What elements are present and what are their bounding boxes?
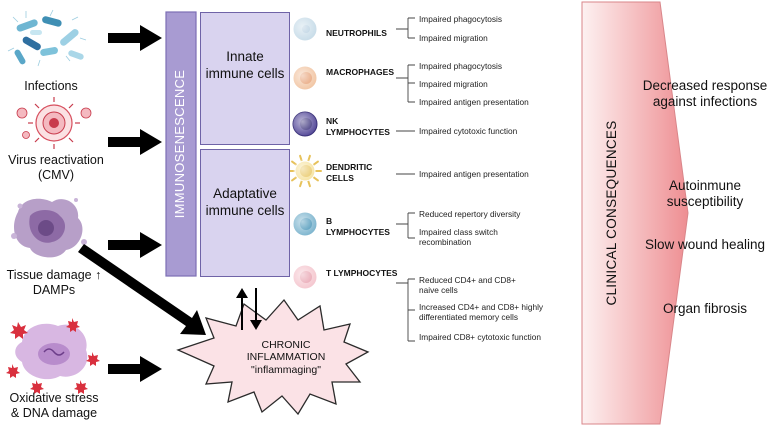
- cell-macrophages: MACROPHAGES: [326, 67, 395, 77]
- effect: Impaired class switch recombination: [419, 227, 498, 248]
- arrow-oxidative: [108, 356, 162, 382]
- effect: Impaired migration: [419, 79, 488, 89]
- effect: Reduced CD4+ and CD8+ naive cells: [419, 275, 516, 296]
- effect: Reduced repertory diversity: [419, 209, 521, 219]
- consequence-wound-healing: Slow wound healing: [644, 237, 766, 252]
- effect: Impaired phagocytosis: [419, 61, 503, 71]
- cell-neutrophils: NEUTROPHILS: [326, 28, 387, 38]
- cell-t-lymphocytes: T LYMPHOCYTES: [326, 268, 398, 278]
- bracket: [396, 64, 415, 103]
- effect: Impaired migration: [419, 33, 488, 43]
- inflammation-label: CHRONIC INFLAMMATION "inflammaging": [226, 339, 346, 376]
- effect: Impaired phagocytosis: [419, 14, 503, 24]
- trigger-arrows: [78, 25, 206, 382]
- arrow-infections: [108, 25, 162, 51]
- b-cell-icon: [292, 211, 318, 237]
- innate-cells-label: Innate immune cells: [205, 49, 285, 81]
- macrophage-icon: [292, 65, 318, 91]
- adaptive-cells-label: Adaptative immune cells: [205, 186, 285, 218]
- clinical-consequences-arrow: [581, 1, 689, 425]
- consequence-decreased-response: Decreased response against infections: [642, 78, 768, 109]
- oxidative-stress-icon: [6, 318, 100, 394]
- inflammation-line-1: CHRONIC: [261, 339, 311, 351]
- bracket: [396, 17, 415, 39]
- t-cell-icon: [292, 264, 318, 290]
- consequence-organ-fibrosis: Organ fibrosis: [662, 301, 748, 316]
- effect: Impaired CD8+ cytotoxic function: [419, 332, 541, 342]
- immunosenescence-label: IMMUNOSENESCENCE: [172, 69, 187, 219]
- dendritic-cell-icon: [288, 154, 322, 188]
- arrow-tissue: [108, 232, 162, 258]
- arrow-virus: [108, 129, 162, 155]
- cell-dendritic: DENDRITIC CELLS: [326, 162, 373, 183]
- cell-nk-lymphocytes: NK LYMPHOCYTES: [326, 116, 390, 137]
- effect: Increased CD4+ and CD8+ highly different…: [419, 302, 544, 323]
- bacteria-icon: [7, 9, 87, 67]
- bracket: [396, 278, 415, 342]
- bidirectional-arrows: [236, 288, 262, 330]
- trigger-tissue-damage: Tissue damage ↑ DAMPs: [6, 268, 102, 297]
- effect: Impaired cytotoxic function: [419, 126, 518, 136]
- consequence-autoimmune: Autoinmune susceptibility: [666, 178, 744, 209]
- innate-cells-box: Innate immune cells: [200, 12, 290, 145]
- nk-cell-icon: [292, 111, 318, 137]
- effect: Impaired antigen presentation: [419, 97, 529, 107]
- inflammation-starburst: [176, 298, 370, 416]
- effect: Impaired antigen presentation: [419, 169, 529, 179]
- virus-icon: [16, 97, 92, 149]
- trigger-virus-reactivation: Virus reactivation (CMV): [8, 153, 104, 182]
- damaged-cell-icon: [11, 198, 87, 258]
- adaptive-cells-box: Adaptative immune cells: [200, 149, 290, 277]
- inflammation-line-3: "inflammaging": [251, 363, 321, 376]
- neutrophil-icon: [292, 16, 318, 42]
- trigger-oxidative-stress: Oxidative stress & DNA damage: [9, 391, 99, 420]
- trigger-infections: Infections: [24, 79, 78, 93]
- inflammation-line-2: INFLAMMATION: [246, 351, 326, 364]
- cell-b-lymphocytes: B LYMPHOCYTES: [326, 216, 390, 237]
- arrow-tissue-to-inflammation: [78, 244, 206, 335]
- bracket: [396, 212, 415, 239]
- clinical-consequences-label: CLINICAL CONSEQUENCES: [604, 120, 619, 306]
- immunosenescence-bar: [165, 11, 197, 277]
